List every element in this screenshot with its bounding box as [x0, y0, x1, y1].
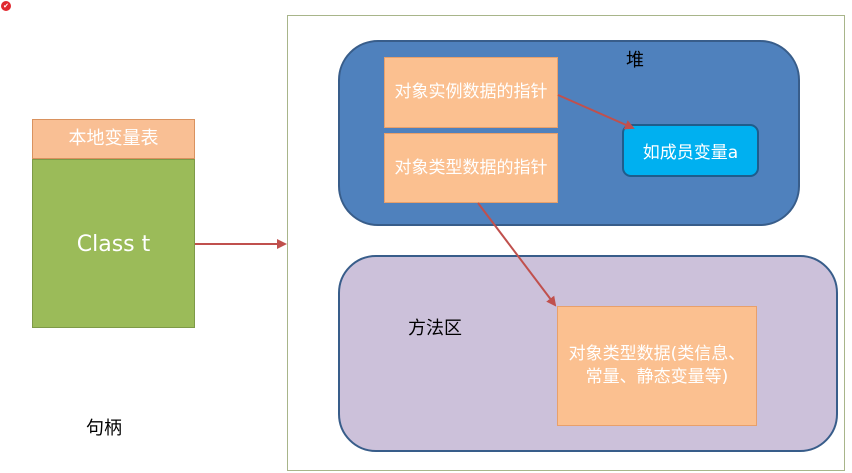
- arrow-type-to-method-area: [477, 202, 557, 307]
- object-type-data-box: 对象类型数据(类信息、常量、静态变量等): [557, 306, 757, 426]
- object-type-data-text: 对象类型数据(类信息、常量、静态变量等): [568, 344, 746, 387]
- local-variable-class-t: Class t: [32, 159, 195, 328]
- member-variable-box: 如成员变量a: [622, 124, 759, 177]
- instance-data-pointer-box: 对象实例数据的指针: [384, 57, 558, 128]
- instance-data-pointer-text: 对象实例数据的指针: [394, 82, 548, 103]
- heap-label: 堆: [626, 50, 644, 71]
- check-badge-icon: ✔: [1, 1, 11, 11]
- local-variable-table-header: 本地变量表: [32, 119, 195, 159]
- handle-caption: 句柄: [86, 418, 122, 439]
- arrow-instance-to-member: [557, 94, 635, 130]
- type-data-pointer-text: 对象类型数据的指针: [394, 157, 548, 178]
- member-variable-text: 如成员变量a: [642, 143, 739, 163]
- type-data-pointer-box: 对象类型数据的指针: [384, 133, 558, 203]
- method-area-label: 方法区: [408, 318, 462, 339]
